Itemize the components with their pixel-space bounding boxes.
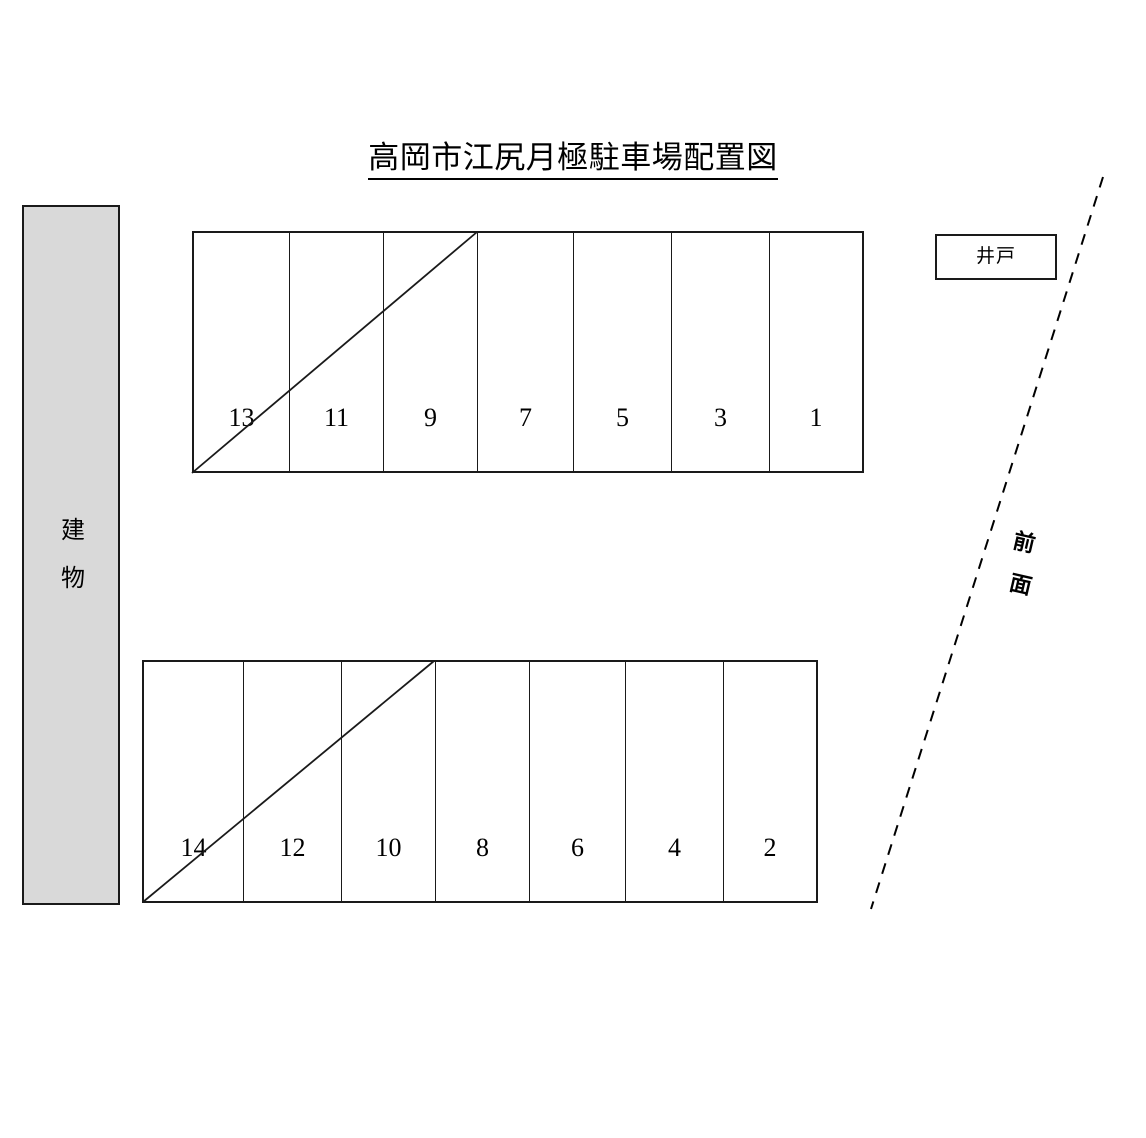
frontage-label-char-2: 面 (1007, 569, 1035, 600)
stall-number: 12 (279, 833, 306, 862)
stall-number: 13 (228, 403, 255, 432)
parking-stall-2[interactable]: 2 (724, 662, 816, 901)
parking-stall-5[interactable]: 5 (574, 233, 672, 471)
parking-row-odd: 13 11 9 7 5 3 1 (192, 231, 864, 473)
frontage-boundary-line (870, 176, 1104, 910)
parking-row-even: 14 12 10 8 6 4 2 (142, 660, 818, 903)
parking-stall-3[interactable]: 3 (672, 233, 770, 471)
page-title: 高岡市江尻月極駐車場配置図 (0, 138, 1146, 180)
stall-number: 11 (323, 403, 350, 432)
parking-stall-10[interactable]: 10 (342, 662, 436, 901)
parking-stall-13[interactable]: 13 (194, 233, 290, 471)
well-label: 井戸 (975, 246, 1016, 267)
building-label-char-1: 建 (61, 517, 85, 544)
parking-stall-1[interactable]: 1 (770, 233, 862, 471)
parking-stall-14[interactable]: 14 (144, 662, 244, 901)
building-label-char-2: 物 (61, 565, 85, 592)
building-block: 建 物 (22, 205, 120, 905)
parking-stall-8[interactable]: 8 (436, 662, 530, 901)
frontage-label: 前 面 (1004, 522, 1044, 606)
stall-number: 5 (616, 403, 629, 432)
parking-stall-12[interactable]: 12 (244, 662, 342, 901)
stall-number: 9 (424, 403, 437, 432)
page-title-text: 高岡市江尻月極駐車場配置図 (368, 140, 778, 180)
stall-number: 10 (375, 833, 402, 862)
parking-stall-9[interactable]: 9 (384, 233, 478, 471)
stall-number: 2 (763, 833, 777, 862)
parking-stall-7[interactable]: 7 (478, 233, 574, 471)
stall-number: 6 (571, 833, 584, 862)
parking-stall-4[interactable]: 4 (626, 662, 724, 901)
stall-number: 14 (180, 833, 207, 862)
stall-number: 3 (714, 403, 727, 432)
parking-stall-6[interactable]: 6 (530, 662, 626, 901)
parking-stall-11[interactable]: 11 (290, 233, 384, 471)
stall-number: 1 (809, 403, 823, 432)
well-box: 井戸 (935, 234, 1057, 280)
stall-number: 8 (476, 833, 489, 862)
building-label: 建 物 (24, 507, 122, 603)
stall-number: 4 (668, 833, 681, 862)
stall-number: 7 (519, 403, 532, 432)
